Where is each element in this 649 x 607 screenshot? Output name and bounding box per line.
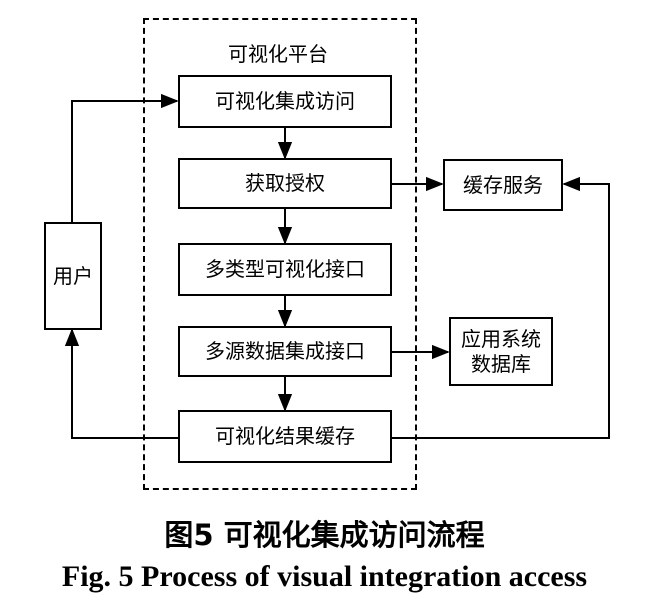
step-visual-result-cache: 可视化结果缓存	[178, 410, 392, 463]
platform-frame	[143, 18, 417, 490]
app-db-label-line1: 应用系统	[461, 326, 541, 351]
step-3-label: 多类型可视化接口	[205, 257, 365, 281]
step-1-label: 可视化集成访问	[215, 89, 355, 113]
arrow-user-to-access	[71, 93, 179, 222]
step-2-label: 获取授权	[245, 171, 325, 195]
app-system-database-box: 应用系统 数据库	[449, 317, 553, 386]
step-4-label: 多源数据集成接口	[205, 339, 365, 363]
step-5-label: 可视化结果缓存	[215, 424, 355, 448]
cache-service-label: 缓存服务	[463, 172, 543, 197]
arrow-result-to-user	[64, 328, 180, 439]
caption-english: Fig. 5 Process of visual integration acc…	[61, 560, 588, 593]
user-box: 用户	[44, 222, 102, 330]
step-multi-type-visual-interface: 多类型可视化接口	[178, 243, 392, 296]
step-visual-integration-access: 可视化集成访问	[178, 75, 392, 128]
cache-service-box: 缓存服务	[443, 159, 563, 211]
user-label: 用户	[53, 263, 93, 288]
app-db-label-line2: 数据库	[471, 351, 531, 376]
caption-chinese: 图5 可视化集成访问流程	[164, 518, 485, 552]
step-multi-source-data-interface: 多源数据集成接口	[178, 326, 392, 377]
platform-label: 可视化平台	[228, 42, 328, 66]
arrow-result-to-cache	[392, 176, 610, 439]
step-get-authorization: 获取授权	[178, 158, 392, 209]
